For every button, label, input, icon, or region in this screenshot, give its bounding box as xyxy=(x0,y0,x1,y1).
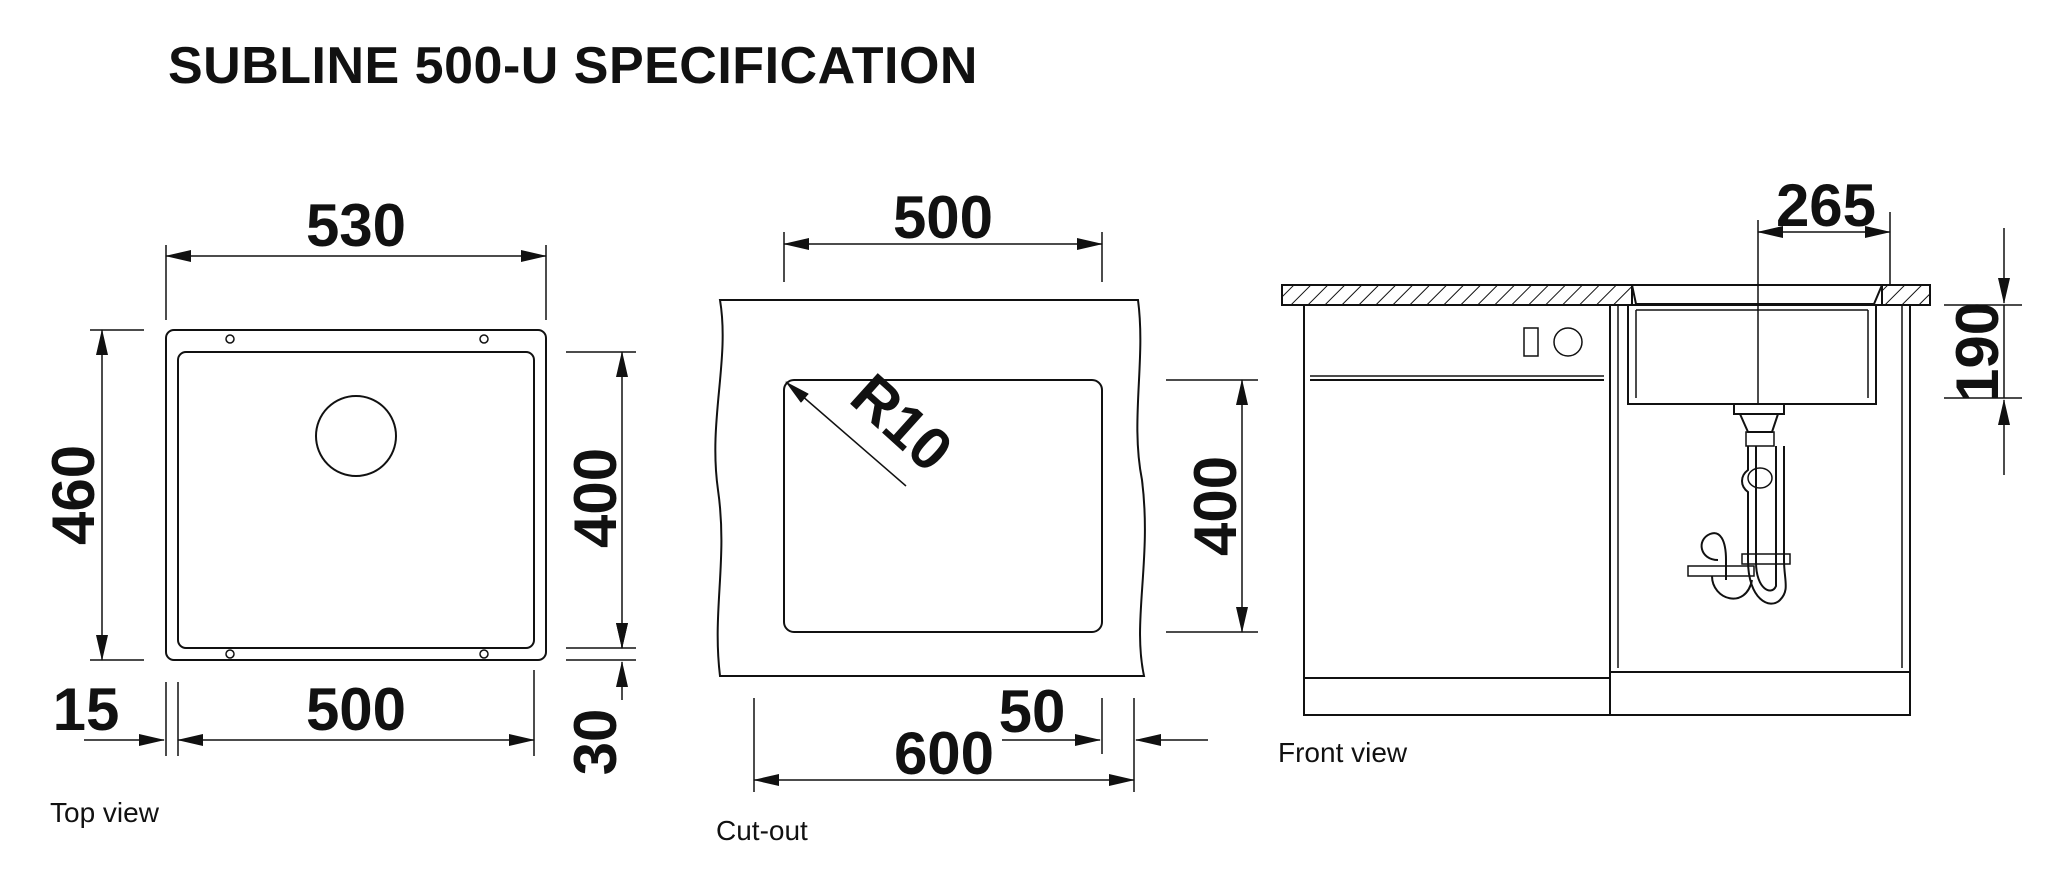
dim-cutout-height: 400 xyxy=(1182,456,1249,556)
sink-bowl xyxy=(177,351,535,649)
caption-front-view: Front view xyxy=(1278,737,1408,768)
mount-hole xyxy=(225,334,235,344)
right-cabinet-frame xyxy=(1609,304,1911,716)
dim-cabinet-width: 600 xyxy=(894,720,994,787)
siphon-pipe xyxy=(1741,446,1787,605)
worktop-left xyxy=(1281,284,1633,306)
dim-outer-width: 530 xyxy=(306,192,406,259)
front-view: 265 190 Front view xyxy=(1278,172,2022,768)
mount-hole xyxy=(225,649,235,659)
dim-offset: 50 xyxy=(999,678,1066,745)
countertop-outline xyxy=(714,299,1146,677)
radius-indicator xyxy=(785,381,907,487)
caption-top-view: Top view xyxy=(50,797,160,828)
worktop-right xyxy=(1881,284,1931,306)
cutout-opening xyxy=(783,379,1103,633)
caption-cutout: Cut-out xyxy=(716,815,808,846)
drain-fitting xyxy=(1733,404,1785,415)
sink-flange xyxy=(1630,284,1884,305)
top-view: 530 460 400 30 500 15 Top xyxy=(40,192,636,828)
dim-bowl-width: 500 xyxy=(306,676,406,743)
dim-cutout-width: 500 xyxy=(893,184,993,251)
sink-bowl-profile xyxy=(1627,305,1877,405)
dim-rim-side: 15 xyxy=(53,676,120,743)
dim-outer-height: 460 xyxy=(40,445,107,545)
appliance-switch xyxy=(1523,327,1539,357)
waste-pipe xyxy=(1700,532,1727,580)
sink-outer-rim xyxy=(165,329,547,661)
cutout-view: R10 500 400 600 50 Cut-out xyxy=(714,184,1258,846)
mount-hole xyxy=(479,649,489,659)
appliance-knob xyxy=(1553,327,1583,357)
page-title: SUBLINE 500-U SPECIFICATION xyxy=(168,37,978,95)
dim-rim-bottom: 30 xyxy=(562,709,629,776)
dim-bowl-height: 400 xyxy=(562,448,629,548)
mount-hole xyxy=(479,334,489,344)
left-cabinet-frame xyxy=(1303,304,1611,716)
dim-drain-offset: 265 xyxy=(1776,172,1876,239)
drain-hole xyxy=(315,395,397,477)
dim-depth: 190 xyxy=(1944,302,2011,402)
